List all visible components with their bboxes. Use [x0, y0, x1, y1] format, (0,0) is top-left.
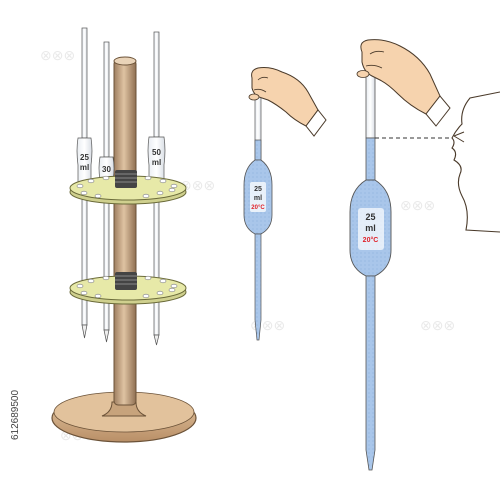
upper-tray — [69, 170, 187, 205]
held-pipette-small: 25 ml 20°C — [243, 67, 327, 341]
svg-text:⊗⊗⊗: ⊗⊗⊗ — [180, 177, 215, 193]
stand-rod — [113, 59, 137, 406]
face-profile — [451, 91, 500, 233]
svg-text:⊗⊗⊗: ⊗⊗⊗ — [420, 317, 455, 333]
svg-text:⊗⊗⊗: ⊗⊗⊗ — [40, 47, 75, 63]
held-large-temp: 20°C — [363, 236, 379, 244]
stand-pipette-2-volume: 30 — [102, 165, 111, 174]
held-large-volume: 25 — [365, 212, 375, 222]
hand-small — [248, 67, 327, 137]
lower-tray — [69, 272, 187, 305]
stand-pipette-1-volume: 25 — [80, 153, 89, 162]
hand-large — [356, 39, 451, 127]
stand-pipette-3-volume: 50 — [152, 148, 161, 157]
stock-id: 612689500 — [10, 390, 21, 440]
held-pipette-large: 25 ml 20°C — [349, 39, 500, 471]
held-large-unit: ml — [365, 223, 376, 233]
held-small-temp: 20°C — [251, 205, 265, 211]
pipette-stand: 25 ml 30 ml 50 ml — [51, 27, 197, 443]
eye-icon — [453, 131, 465, 143]
held-small-unit: ml — [254, 195, 262, 202]
stand-pipette-1-unit: ml — [80, 163, 89, 172]
watermark: ⊗⊗⊗ ⊗⊗⊗ ⊗⊗⊗ ⊗⊗⊗ ⊗⊗⊗ ⊗⊗⊗ — [40, 47, 455, 443]
held-small-volume: 25 — [254, 186, 262, 193]
stand-pipette-3-unit: ml — [152, 158, 161, 167]
svg-text:⊗⊗⊗: ⊗⊗⊗ — [400, 197, 435, 213]
